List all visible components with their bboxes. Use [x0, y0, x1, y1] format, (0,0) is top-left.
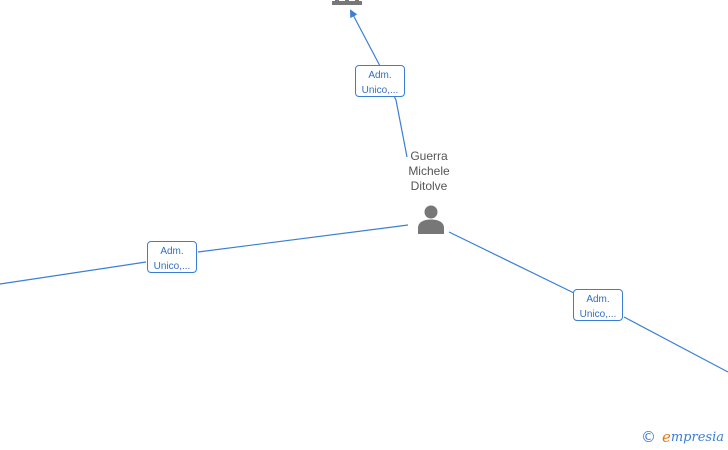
edge-label-top[interactable]: Adm. Unico,...	[355, 65, 405, 97]
person-icon[interactable]	[416, 204, 446, 234]
copyright-symbol: ©	[640, 428, 656, 446]
edge-label-left[interactable]: Adm. Unico,...	[147, 241, 197, 273]
edge-label-line2: Unico,...	[361, 85, 399, 96]
brand-logo: © e mpresia	[641, 428, 724, 446]
edge-person-to-left	[0, 224, 409, 285]
edge-label-line1: Adm.	[368, 70, 392, 81]
edge-label-line1: Adm.	[586, 294, 610, 305]
brand-initial: e	[661, 428, 671, 446]
edge-label-right[interactable]: Adm. Unico,...	[573, 289, 623, 321]
brand-name: mpresia	[670, 429, 724, 445]
edge-label-line2: Unico,...	[153, 261, 191, 272]
edge-label-line2: Unico,...	[579, 309, 617, 320]
person-name-line: Guerra	[410, 149, 448, 163]
person-name[interactable]: Guerra Michele Ditolve	[388, 149, 470, 194]
building-icon[interactable]	[330, 0, 364, 6]
edge-person-to-bottom-right	[448, 231, 728, 373]
edge-label-line1: Adm.	[160, 246, 184, 257]
person-name-line: Ditolve	[410, 179, 448, 193]
person-name-line: Michele	[408, 164, 450, 178]
